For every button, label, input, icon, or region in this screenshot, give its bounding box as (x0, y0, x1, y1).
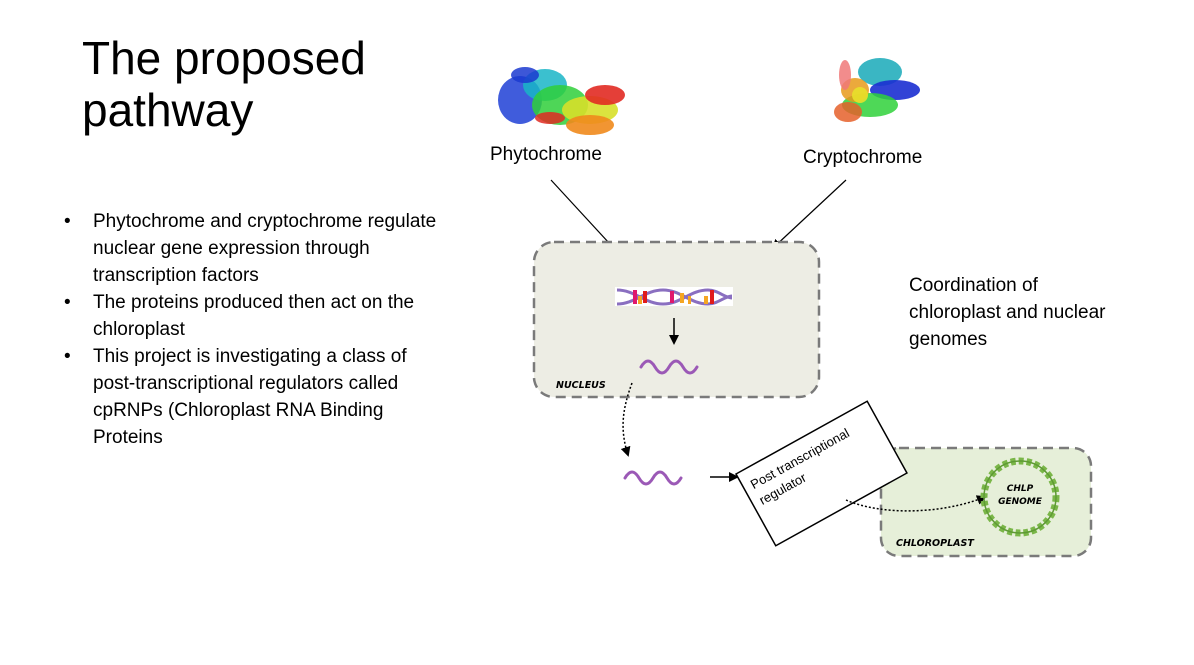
mrna-nuclear-icon (639, 359, 699, 375)
bullet-item: • The proteins produced then act on the c… (60, 289, 450, 343)
bullet-text: Phytochrome and cryptochrome regulate nu… (93, 211, 437, 286)
slide-title: The proposed pathway (82, 32, 366, 136)
bullet-list: • Phytochrome and cryptochrome regulate n… (60, 208, 450, 451)
regulation-arrow (845, 495, 987, 512)
bullet-item: • Phytochrome and cryptochrome regulate n… (60, 208, 450, 289)
phytochrome-label: Phytochrome (490, 144, 602, 165)
bullet-dot: • (64, 211, 71, 232)
bullet-item: • This project is investigating a class o… (60, 343, 450, 451)
dna-helix-icon (615, 287, 733, 306)
cryptochrome-label: Cryptochrome (803, 147, 922, 168)
bullet-text: This project is investigating a class of… (93, 346, 407, 448)
post-transcriptional-regulator-box: Post transcriptional regulator (734, 400, 908, 547)
coordination-text: Coordination of chloroplast and nuclear … (909, 275, 1106, 350)
export-arrow (620, 382, 633, 457)
phytochrome-protein-image (498, 67, 625, 135)
nucleus-label: NUCLEUS (556, 380, 606, 391)
chloroplast-label: CHLOROPLAST (896, 538, 975, 549)
bullet-dot: • (64, 346, 71, 367)
mrna-cytoplasm-icon (623, 470, 683, 486)
nucleus-compartment (532, 240, 821, 399)
bullet-text: The proteins produced then act on the ch… (93, 292, 415, 340)
genome-label-line2: GENOME (998, 497, 1043, 507)
chloroplast-genome-ring-icon (980, 457, 1060, 537)
bullet-dot: • (64, 292, 71, 313)
cryptochrome-arrow (771, 179, 847, 250)
genome-label-line1: CHLP (1007, 484, 1034, 494)
cryptochrome-protein-image (834, 58, 920, 122)
